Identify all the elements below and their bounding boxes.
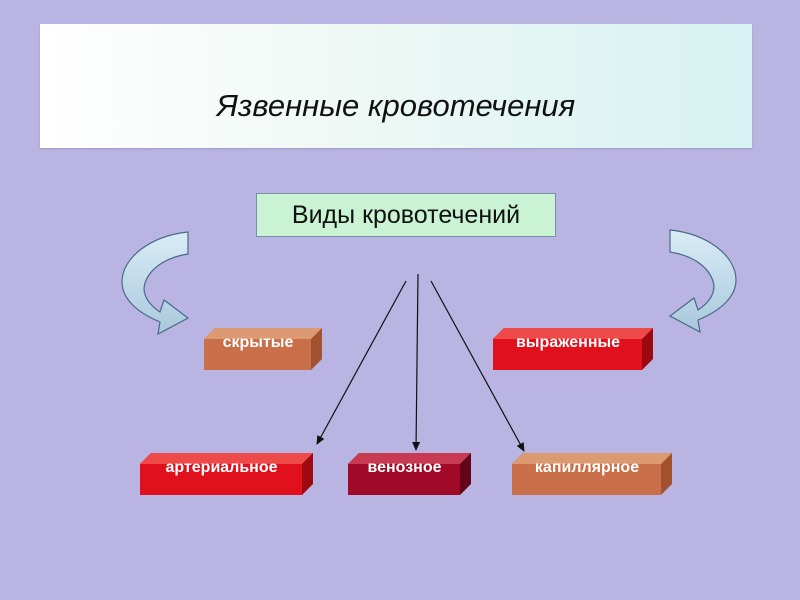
- block-arterial-shape: [140, 453, 313, 495]
- block-hidden: скрытые: [204, 328, 322, 370]
- block-venous: венозное: [348, 453, 471, 495]
- block-obvious: выраженные: [493, 328, 653, 370]
- subtitle-box: Виды кровотечений: [256, 193, 556, 237]
- block-arterial: артериальное: [140, 453, 313, 495]
- block-capillary-label: капиллярное: [534, 459, 640, 476]
- block-hidden-shape: [204, 328, 322, 370]
- curved-arrow-left-icon: [121, 231, 190, 336]
- slide-title: Язвенные кровотечения: [216, 88, 576, 123]
- block-hidden-label: скрытые: [222, 334, 294, 351]
- arrow-down-icon: [412, 273, 421, 451]
- block-venous-label: венозное: [367, 459, 442, 476]
- block-arterial-label: артериальное: [165, 459, 278, 476]
- block-obvious-label: выраженные: [515, 334, 621, 351]
- block-obvious-shape: [493, 328, 653, 370]
- block-venous-shape: [348, 453, 471, 495]
- block-capillary-shape: [512, 453, 672, 495]
- curved-arrow-right-icon: [668, 229, 737, 334]
- arrow-down-icon: [430, 280, 525, 452]
- arrow-down-icon: [316, 280, 407, 445]
- title-banner: Язвенные кровотечения: [40, 24, 752, 148]
- block-capillary: капиллярное: [512, 453, 672, 495]
